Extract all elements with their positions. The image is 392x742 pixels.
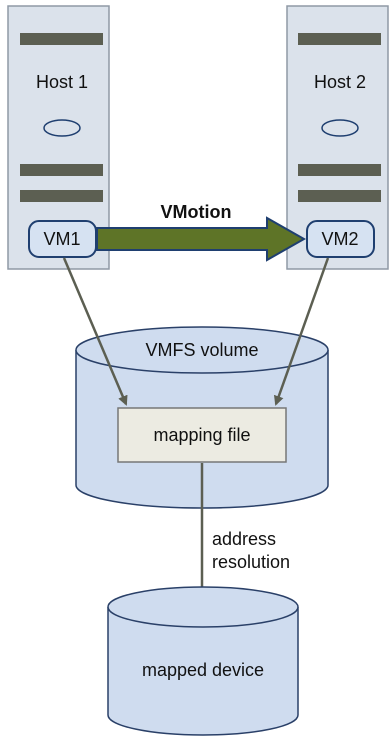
vmotion-arrow: [96, 216, 307, 262]
vmfs-volume-label: VMFS volume: [145, 340, 258, 360]
drive-bay-icon: [20, 33, 103, 45]
mapped-device-cylinder: mapped device: [107, 586, 299, 736]
vm2-box: [306, 220, 375, 258]
drive-bay-icon: [20, 164, 103, 176]
drive-bay-icon: [298, 164, 381, 176]
resolution-label: resolution: [212, 552, 290, 572]
power-button-icon: [43, 119, 81, 137]
vm1-to-mapping-connector: [62, 257, 128, 406]
vm2-label: VM2: [321, 229, 358, 249]
mapped-device-label: mapped device: [142, 660, 264, 680]
vm1-label: VM1: [43, 229, 80, 249]
vm2-to-mapping-connector: [273, 257, 330, 406]
drive-bay-icon: [298, 190, 381, 202]
vmotion-label: VMotion: [161, 202, 232, 222]
mapping-file-box: [117, 407, 287, 463]
address-label: address: [212, 529, 276, 549]
drive-bay-icon: [20, 190, 103, 202]
power-button-icon: [321, 119, 359, 137]
drive-bay-icon: [298, 33, 381, 45]
host-1-label: Host 1: [36, 72, 88, 92]
host-1-server: Host 1 VM1: [7, 5, 110, 270]
mapping-file-label: mapping file: [153, 425, 250, 445]
host-2-label: Host 2: [314, 72, 366, 92]
host-2-server: Host 2 VM2: [286, 5, 389, 270]
